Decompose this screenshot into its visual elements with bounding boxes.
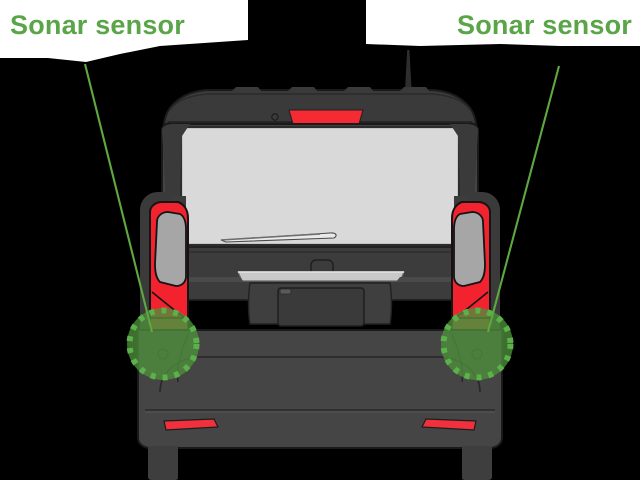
callout-panel-right bbox=[366, 0, 640, 46]
tire-right bbox=[462, 446, 492, 480]
sonar-sensor-label-right: Sonar sensor bbox=[457, 10, 632, 40]
sonar-sensor-label-left: Sonar sensor bbox=[10, 10, 185, 40]
rear-wiper bbox=[220, 232, 337, 243]
roof-spoiler bbox=[162, 87, 478, 125]
sensor-zone-right bbox=[440, 307, 514, 381]
license-plate bbox=[277, 287, 365, 327]
leader-line-right bbox=[486, 65, 561, 333]
leader-line-left bbox=[83, 63, 154, 333]
rear-camera-icon bbox=[271, 113, 279, 121]
bumper-reflector-left bbox=[163, 418, 219, 431]
callout-panel-left bbox=[0, 0, 248, 62]
tire-left bbox=[148, 446, 178, 480]
rear-bumper bbox=[137, 329, 503, 449]
bumper-reflector-right bbox=[421, 418, 477, 431]
license-plate-recess bbox=[247, 282, 393, 327]
sensor-zone-left bbox=[126, 307, 200, 381]
